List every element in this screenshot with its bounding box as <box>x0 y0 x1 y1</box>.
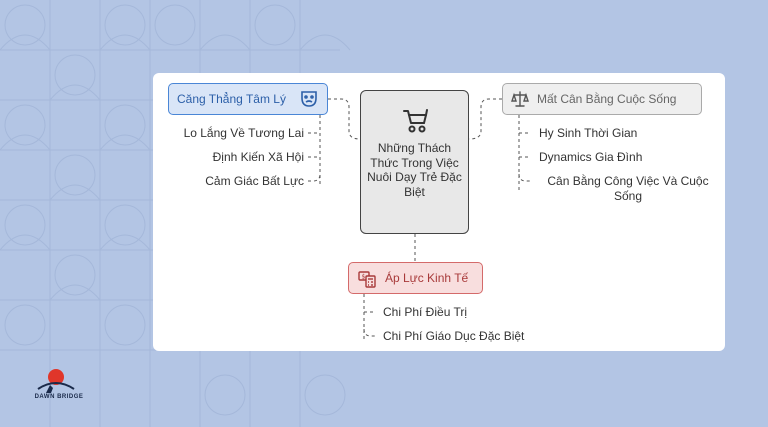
balance-item-1: Hy Sinh Thời Gian <box>539 126 638 140</box>
branch-finance-node: $ Áp Lực Kinh Tế <box>348 262 483 294</box>
central-topic: Những Thách Thức Trong Việc Nuôi Dạy Trẻ… <box>360 90 469 234</box>
branch-balance-label: Mất Cân Bằng Cuộc Sống <box>537 92 677 106</box>
scales-icon <box>511 90 529 108</box>
money-calculator-icon: $ <box>357 268 377 288</box>
diagram-card: Những Thách Thức Trong Việc Nuôi Dạy Trẻ… <box>153 73 725 351</box>
logo-text: DAWN BRIDGE <box>34 394 84 400</box>
psych-item-2: Định Kiến Xã Hội <box>212 150 304 164</box>
branch-psych-node: Căng Thẳng Tâm Lý <box>168 83 328 115</box>
branch-finance-label: Áp Lực Kinh Tế <box>385 271 469 285</box>
stroller-icon <box>402 109 428 133</box>
theater-masks-icon <box>301 91 317 107</box>
branch-psych-label: Căng Thẳng Tâm Lý <box>177 92 286 106</box>
sunrise-logo-icon <box>37 369 75 393</box>
finance-item-1: Chi Phí Điều Trị <box>383 305 468 319</box>
balance-item-3: Cân Bằng Công Việc Và Cuộc Sống <box>547 174 709 203</box>
svg-text:$: $ <box>362 274 366 281</box>
finance-item-2: Chi Phí Giáo Dục Đặc Biệt <box>383 329 525 343</box>
central-topic-label: Những Thách Thức Trong Việc Nuôi Dạy Trẻ… <box>367 141 462 199</box>
psych-item-1: Lo Lắng Về Tương Lai <box>183 126 304 140</box>
psych-item-3: Cảm Giác Bất Lực <box>205 174 304 188</box>
connector-lines <box>308 98 531 339</box>
balance-item-2: Dynamics Gia Đình <box>539 150 643 164</box>
branch-balance-node: Mất Cân Bằng Cuộc Sống <box>502 83 702 115</box>
